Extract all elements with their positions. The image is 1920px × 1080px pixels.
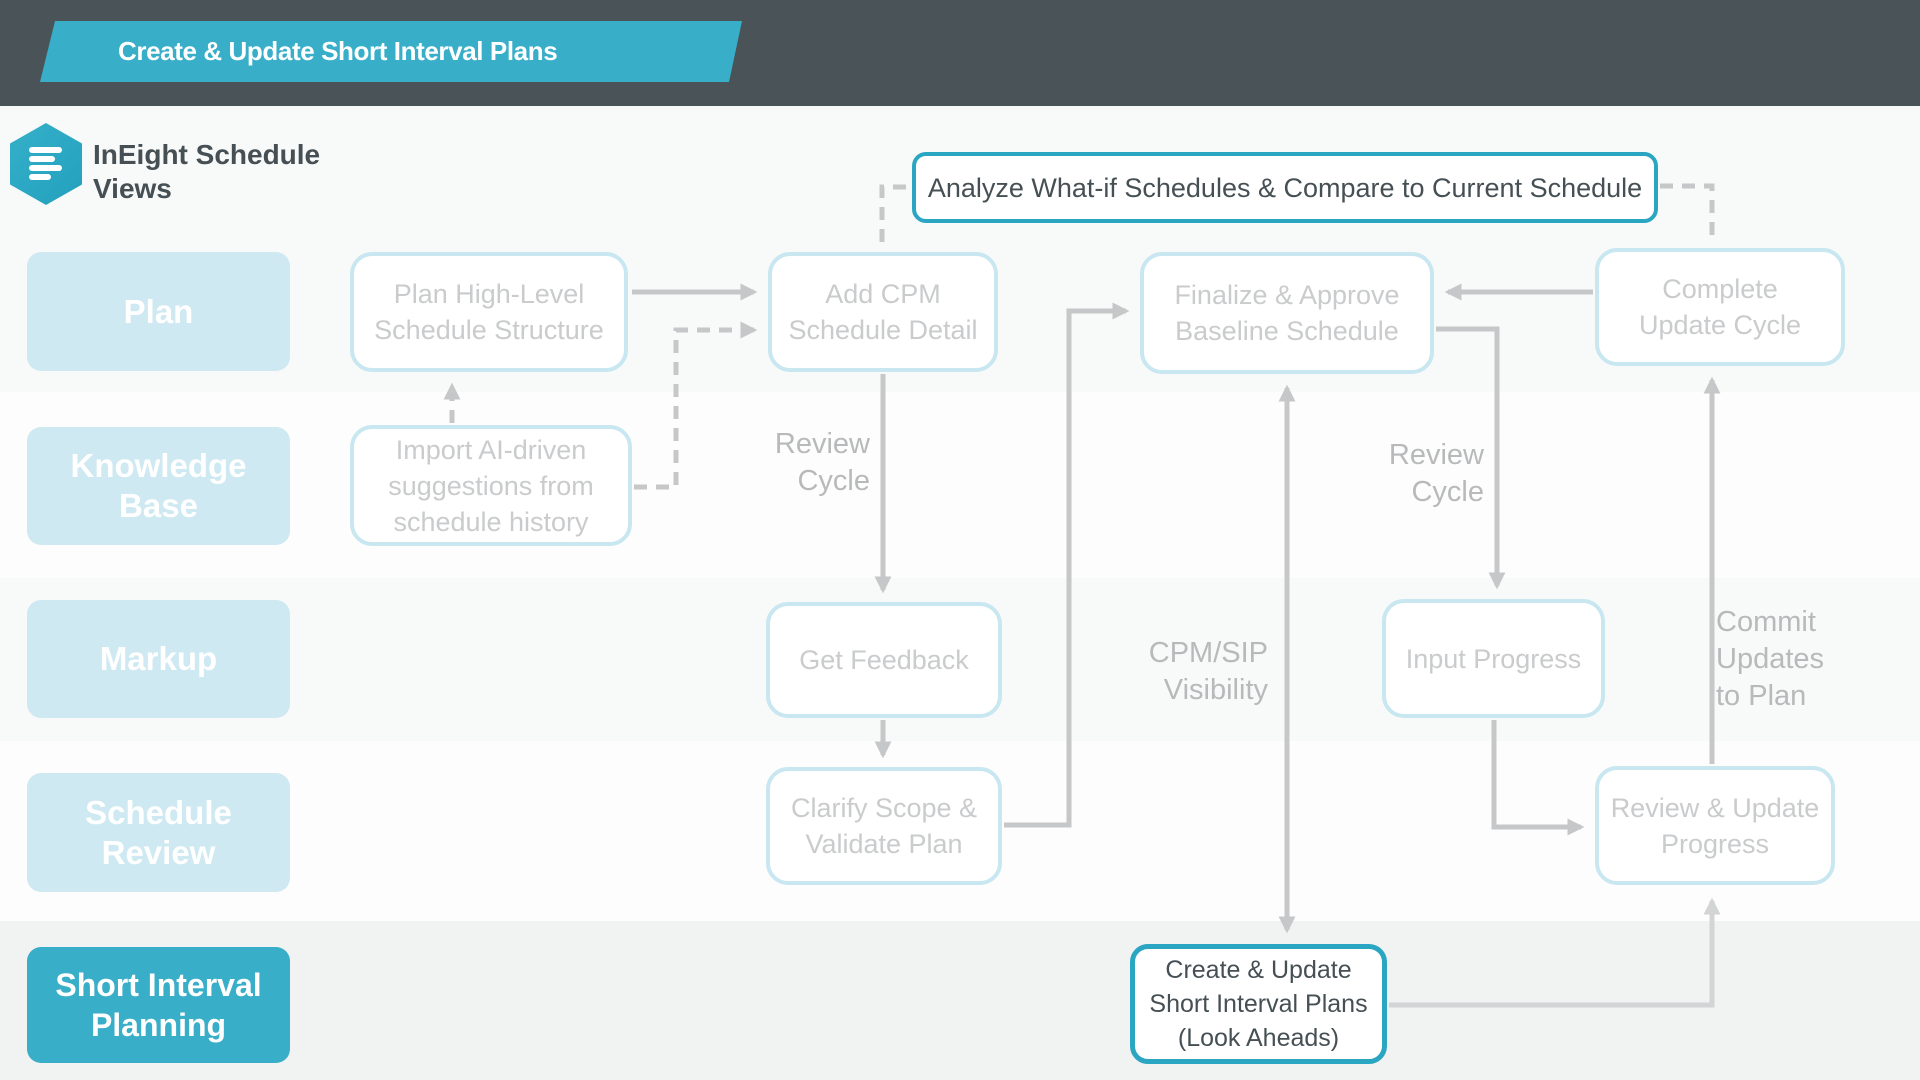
node-finalize-approve-baseline-schedule: Finalize & Approve Baseline Schedule — [1140, 252, 1434, 374]
node-text: suggestions from — [388, 470, 594, 501]
edge-label-cpm-sip-visibility: CPM/SIP Visibility — [1038, 635, 1268, 709]
edge-label-review-cycle-left: Review Cycle — [640, 426, 870, 500]
node-clarify-scope-validate-plan: Clarify Scope & Validate Plan — [766, 767, 1002, 885]
edge-label-text: CPM/SIP — [1148, 637, 1268, 669]
lane-label: Plan — [123, 292, 194, 330]
edge-import-to-addcpm-dashed — [634, 321, 758, 490]
node-text: Plan High-Level — [393, 279, 585, 309]
node-import-ai-driven-suggestions: Import AI-driven suggestions from schedu… — [350, 425, 632, 546]
brand-title: InEight Schedule Views — [93, 138, 320, 206]
lane-label: Knowledge — [70, 447, 247, 484]
edge-label-text: Review — [774, 428, 870, 460]
edge-finalize-to-inputprogress — [1436, 326, 1506, 590]
lane-label: Markup — [99, 640, 218, 677]
node-create-update-short-interval-plans[interactable]: Create & Update Short Interval Plans (Lo… — [1130, 944, 1387, 1064]
node-input-progress: Input Progress — [1382, 599, 1605, 718]
node-text: Validate Plan — [805, 829, 963, 859]
node-get-feedback: Get Feedback — [766, 602, 1002, 718]
edge-label-text: Commit — [1716, 606, 1816, 638]
lane-band-knowledge-base — [0, 392, 1920, 578]
sidebar-item-plan[interactable]: Plan — [27, 252, 290, 371]
node-text: Schedule Structure — [374, 315, 604, 345]
node-text: Import AI-driven — [395, 434, 587, 465]
node-text: Finalize & Approve — [1174, 280, 1400, 310]
edge-clarify-to-finalize — [1004, 302, 1130, 828]
sidebar-item-schedule-review[interactable]: Schedule Review — [27, 773, 290, 892]
header-bar: Create & Update Short Interval Plans — [0, 0, 1920, 106]
node-text: Add CPM — [825, 279, 941, 309]
lane-label: Short Interval — [55, 967, 262, 1003]
node-text: Update Cycle — [1638, 310, 1802, 340]
lane-band-short-interval-planning — [0, 921, 1920, 1080]
node-analyze-whatif-schedules[interactable]: Analyze What-if Schedules & Compare to C… — [912, 152, 1658, 223]
edge-label-text: Visibility — [1163, 674, 1268, 706]
node-plan-high-level-schedule-structure: Plan High-Level Schedule Structure — [350, 252, 628, 372]
edge-sip-to-reviewupdate — [1389, 897, 1721, 1008]
node-text: schedule history — [393, 506, 589, 537]
edge-analyze-to-completeupdate-dashed — [1660, 183, 1715, 244]
node-add-cpm-schedule-detail: Add CPM Schedule Detail — [768, 252, 998, 372]
node-text: Baseline Schedule — [1175, 316, 1399, 346]
node-text: Create & Update — [1165, 956, 1352, 984]
sidebar-item-knowledge-base[interactable]: Knowledge Base — [27, 427, 290, 545]
node-text: Review & Update — [1610, 792, 1820, 823]
lane-label: Planning — [90, 1007, 227, 1043]
lane-label: Review — [101, 833, 216, 871]
node-text: Complete — [1662, 274, 1778, 304]
node-complete-update-cycle: Complete Update Cycle — [1595, 248, 1845, 366]
edge-analyze-to-addcpm-dashed — [879, 184, 906, 250]
node-text: Analyze What-if Schedules & Compare to C… — [927, 172, 1643, 203]
node-review-update-progress: Review & Update Progress — [1595, 766, 1835, 885]
node-text: Input Progress — [1405, 643, 1582, 674]
ineight-logo-icon — [10, 123, 82, 205]
node-text: Clarify Scope & — [790, 793, 978, 823]
edge-inputprogress-to-reviewupdate — [1491, 720, 1585, 836]
lane-label: Schedule — [85, 793, 232, 831]
edge-label-text: Updates — [1716, 643, 1825, 675]
sidebar-item-short-interval-planning[interactable]: Short Interval Planning — [27, 947, 290, 1063]
node-text: (Look Aheads) — [1177, 1024, 1340, 1052]
node-text: Schedule Detail — [788, 315, 978, 345]
edge-label-commit-updates-to-plan: Commit Updates to Plan — [1716, 604, 1916, 715]
edge-label-text: Review — [1388, 439, 1484, 471]
brand-title-line1: InEight Schedule — [93, 139, 321, 170]
edge-label-text: to Plan — [1716, 680, 1807, 712]
node-text: Get Feedback — [799, 645, 969, 675]
lane-label: Base — [119, 487, 198, 524]
page-title-banner: Create & Update Short Interval Plans — [40, 21, 742, 82]
node-text: Progress — [1660, 828, 1770, 859]
node-text: Short Interval Plans — [1149, 990, 1368, 1018]
sidebar-item-markup[interactable]: Markup — [27, 600, 290, 718]
brand-title-line2: Views — [93, 173, 172, 204]
page-title: Create & Update Short Interval Plans — [118, 36, 558, 66]
edge-label-text: Cycle — [797, 465, 870, 497]
edge-label-text: Cycle — [1411, 476, 1484, 508]
edge-label-review-cycle-right: Review Cycle — [1254, 437, 1484, 511]
